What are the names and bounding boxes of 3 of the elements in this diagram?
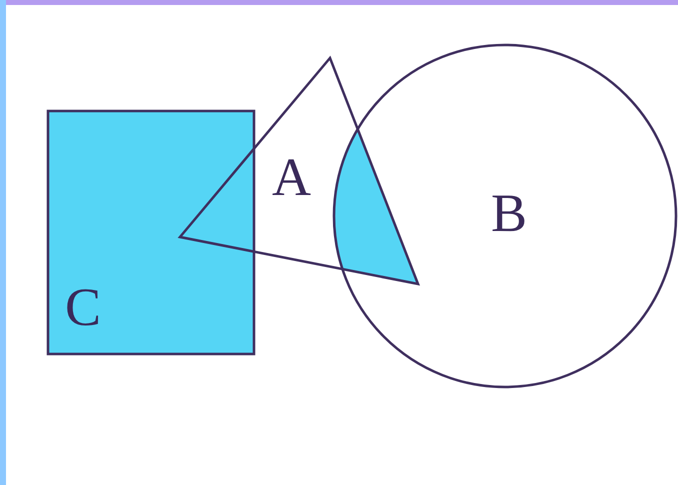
set-label: C [65,280,102,334]
set-label: B [491,186,528,240]
set-label: A [272,150,311,204]
